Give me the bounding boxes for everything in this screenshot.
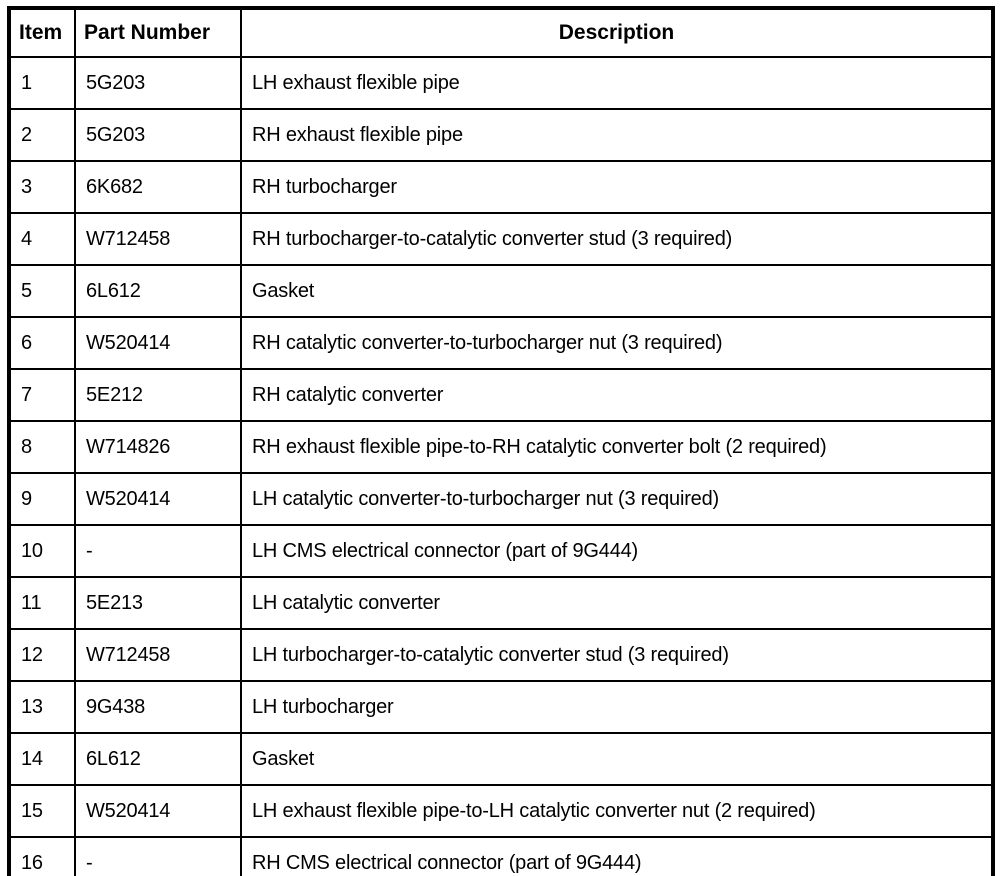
- cell-description: LH CMS electrical connector (part of 9G4…: [240, 524, 994, 578]
- cell-item: 5: [8, 264, 76, 318]
- table-row: 16-RH CMS electrical connector (part of …: [8, 836, 994, 876]
- cell-description: LH exhaust flexible pipe: [240, 56, 994, 110]
- cell-part_number: 5E213: [74, 576, 242, 630]
- cell-part_number: W712458: [74, 212, 242, 266]
- cell-item: 16: [8, 836, 76, 876]
- cell-item: 15: [8, 784, 76, 838]
- cell-part_number: W712458: [74, 628, 242, 682]
- cell-description: LH turbocharger-to-catalytic converter s…: [240, 628, 994, 682]
- header-row: Item Part Number Description: [8, 7, 994, 58]
- cell-part_number: W520414: [74, 316, 242, 370]
- column-header-description: Description: [240, 7, 994, 58]
- column-header-part-number: Part Number: [74, 7, 242, 58]
- cell-description: RH exhaust flexible pipe: [240, 108, 994, 162]
- parts-table-header: Item Part Number Description: [8, 7, 994, 58]
- cell-item: 14: [8, 732, 76, 786]
- cell-part_number: 6L612: [74, 264, 242, 318]
- cell-part_number: W520414: [74, 472, 242, 526]
- cell-part_number: -: [74, 524, 242, 578]
- cell-description: Gasket: [240, 732, 994, 786]
- cell-part_number: 6L612: [74, 732, 242, 786]
- cell-description: LH turbocharger: [240, 680, 994, 734]
- cell-part_number: -: [74, 836, 242, 876]
- cell-description: RH turbocharger: [240, 160, 994, 214]
- cell-part_number: 6K682: [74, 160, 242, 214]
- cell-description: RH turbocharger-to-catalytic converter s…: [240, 212, 994, 266]
- cell-item: 10: [8, 524, 76, 578]
- cell-item: 9: [8, 472, 76, 526]
- cell-description: RH catalytic converter-to-turbocharger n…: [240, 316, 994, 370]
- cell-part_number: 9G438: [74, 680, 242, 734]
- cell-item: 7: [8, 368, 76, 422]
- table-row: 10-LH CMS electrical connector (part of …: [8, 524, 994, 578]
- cell-description: LH catalytic converter-to-turbocharger n…: [240, 472, 994, 526]
- cell-item: 4: [8, 212, 76, 266]
- cell-description: LH catalytic converter: [240, 576, 994, 630]
- cell-item: 3: [8, 160, 76, 214]
- cell-description: RH catalytic converter: [240, 368, 994, 422]
- cell-description: RH CMS electrical connector (part of 9G4…: [240, 836, 994, 876]
- cell-description: Gasket: [240, 264, 994, 318]
- cell-part_number: 5E212: [74, 368, 242, 422]
- cell-item: 12: [8, 628, 76, 682]
- cell-part_number: W520414: [74, 784, 242, 838]
- column-header-item: Item: [8, 7, 76, 58]
- cell-part_number: 5G203: [74, 108, 242, 162]
- cell-description: RH exhaust flexible pipe-to-RH catalytic…: [240, 420, 994, 474]
- cell-item: 1: [8, 56, 76, 110]
- cell-item: 6: [8, 316, 76, 370]
- cell-part_number: W714826: [74, 420, 242, 474]
- cell-part_number: 5G203: [74, 56, 242, 110]
- cell-item: 11: [8, 576, 76, 630]
- cell-item: 2: [8, 108, 76, 162]
- cell-item: 13: [8, 680, 76, 734]
- cell-item: 8: [8, 420, 76, 474]
- cell-description: LH exhaust flexible pipe-to-LH catalytic…: [240, 784, 994, 838]
